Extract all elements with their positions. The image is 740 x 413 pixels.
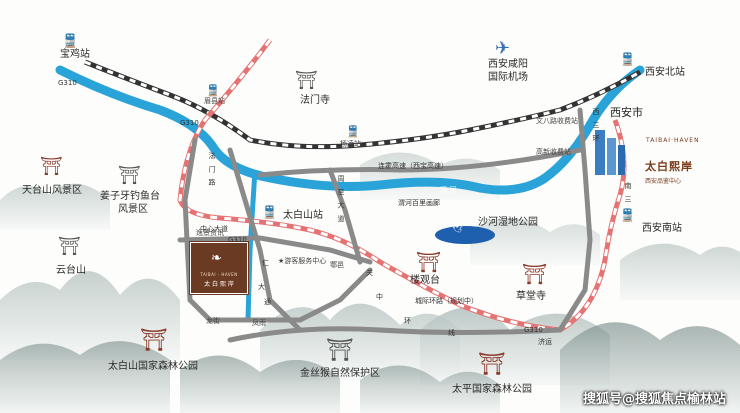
airplane-icon: ✈ bbox=[495, 38, 511, 59]
temple-icon: ⛩ bbox=[295, 70, 318, 91]
road-zhongxin: 中心大道 bbox=[200, 225, 228, 233]
mountains-background bbox=[0, 152, 740, 413]
label-yuxiu: 逸景资讯 bbox=[196, 229, 224, 237]
label-yangling: 杨凌站 bbox=[340, 140, 361, 148]
label-meixian: 眉县站 bbox=[204, 97, 225, 105]
label-shahe: 沙河湿地公园 bbox=[478, 217, 538, 228]
project-en-label: TAIBAI · HAVEN bbox=[200, 272, 238, 277]
road-weihe-baidao: 渭河百里画廊 bbox=[398, 199, 440, 207]
tower-icon: ⛩ bbox=[416, 250, 442, 274]
shahe-lake bbox=[435, 226, 495, 244]
road-west-ring: 西 三 环 bbox=[592, 108, 600, 144]
city-skyline-icon bbox=[595, 130, 625, 175]
bird-icon: 🕊 bbox=[452, 224, 464, 234]
brand-en: TAIBAI·HAVEN bbox=[646, 137, 700, 144]
road-g310-a: G310 bbox=[58, 79, 77, 87]
road-xian2: 线 bbox=[448, 329, 455, 337]
label-wenba: 文八路收费站 bbox=[536, 117, 578, 125]
train-icon: 🚆 bbox=[206, 84, 220, 97]
road-zhou-vertical: 周 至 大 道 bbox=[337, 175, 345, 224]
highways bbox=[177, 107, 593, 343]
road-ring: 城际环路（规划中） bbox=[415, 297, 478, 305]
road-g310-b: G310 bbox=[180, 119, 199, 127]
label-airport-1: 西安咸阳 bbox=[488, 59, 528, 70]
road-tong: 通 bbox=[264, 298, 271, 306]
road-south-ring: 南 三 环 bbox=[624, 182, 632, 218]
label-jiangziya-1: 姜子牙钓鱼台 bbox=[100, 191, 160, 202]
road-da: 大 bbox=[258, 283, 265, 291]
label-gaoxin: 高新收费站 bbox=[536, 148, 571, 156]
label-yuntai: 云台山 bbox=[56, 265, 86, 276]
label-louguantai: 楼观台 bbox=[410, 275, 440, 286]
watermark: 搜狐号@搜狐焦点榆林站 bbox=[582, 392, 726, 407]
tributary-river bbox=[245, 169, 258, 321]
label-jinsihou: 金丝猴自然保护区 bbox=[300, 368, 380, 379]
project-marker[interactable]: ❧ TAIBAI · HAVEN 太 白 熙 岸 bbox=[190, 242, 248, 294]
brand-tagline: 西安品鉴中心 bbox=[645, 178, 682, 185]
label-jiangziya-2: 风景区 bbox=[118, 204, 148, 215]
road-guan: 关 bbox=[366, 269, 373, 277]
label-huzhou: 鄠邑 bbox=[330, 261, 344, 269]
project-logo-icon: ❧ bbox=[211, 251, 222, 266]
gate-icon: ⛩ bbox=[140, 328, 168, 353]
label-river: 渭 河 bbox=[440, 186, 457, 194]
label-baoji: 宝鸡站 bbox=[60, 49, 90, 60]
label-xian-city: 西安市 bbox=[610, 106, 643, 119]
road-lianhuo: 连霍高速（西宝高速） bbox=[378, 162, 448, 170]
temple-icon: ⛩ bbox=[40, 156, 63, 177]
road-g310-d: G310 bbox=[524, 326, 543, 334]
train-icon: 🚆 bbox=[620, 52, 635, 66]
label-taibai-station: 太白山站 bbox=[283, 210, 323, 221]
label-caotangsi: 草堂寺 bbox=[516, 291, 546, 302]
gate-icon: ⛩ bbox=[478, 352, 506, 377]
road-huan: 环 bbox=[404, 317, 411, 325]
label-visitor-center: ★游客服务中心 bbox=[278, 257, 327, 265]
temple-icon: ⛩ bbox=[326, 338, 354, 363]
label-taibai-forest: 太白山国家森林公园 bbox=[108, 361, 198, 372]
road-zhong2: 中 bbox=[376, 293, 383, 301]
label-xian-north: 西安北站 bbox=[645, 67, 685, 78]
label-taiping: 太平国家森林公园 bbox=[452, 384, 532, 395]
train-icon: 🚆 bbox=[262, 205, 277, 219]
label-longtou: 龙街 bbox=[206, 317, 220, 325]
road-fa-vertical: 法 门 路 bbox=[208, 152, 216, 188]
temple-icon: ⛩ bbox=[522, 262, 548, 286]
gate-icon: ⛩ bbox=[58, 236, 81, 257]
train-icon: 🚆 bbox=[346, 125, 360, 138]
project-name-label: 太 白 熙 岸 bbox=[204, 281, 234, 288]
planned-railway bbox=[177, 38, 627, 333]
road-g310-c: G310 bbox=[228, 236, 247, 244]
railway-line bbox=[84, 59, 642, 150]
label-airport-2: 国际机场 bbox=[488, 72, 528, 83]
pavilion-icon: ⛩ bbox=[118, 165, 141, 186]
brand-block: 太白熙岸 西安品鉴中心 bbox=[645, 158, 715, 185]
label-famensi: 法门寺 bbox=[300, 95, 330, 106]
train-icon: 🚆 bbox=[62, 34, 79, 49]
road-jiqing: 济运 bbox=[538, 338, 552, 346]
label-fengyu: 凤雨 bbox=[252, 319, 266, 327]
label-xian-south: 西安南站 bbox=[642, 223, 682, 234]
label-tiantai: 天台山风景区 bbox=[22, 185, 82, 196]
road-ren: 仁 bbox=[262, 259, 269, 267]
brand-name: 太白熙岸 bbox=[645, 160, 693, 173]
train-icon: 🚆 bbox=[620, 208, 635, 222]
